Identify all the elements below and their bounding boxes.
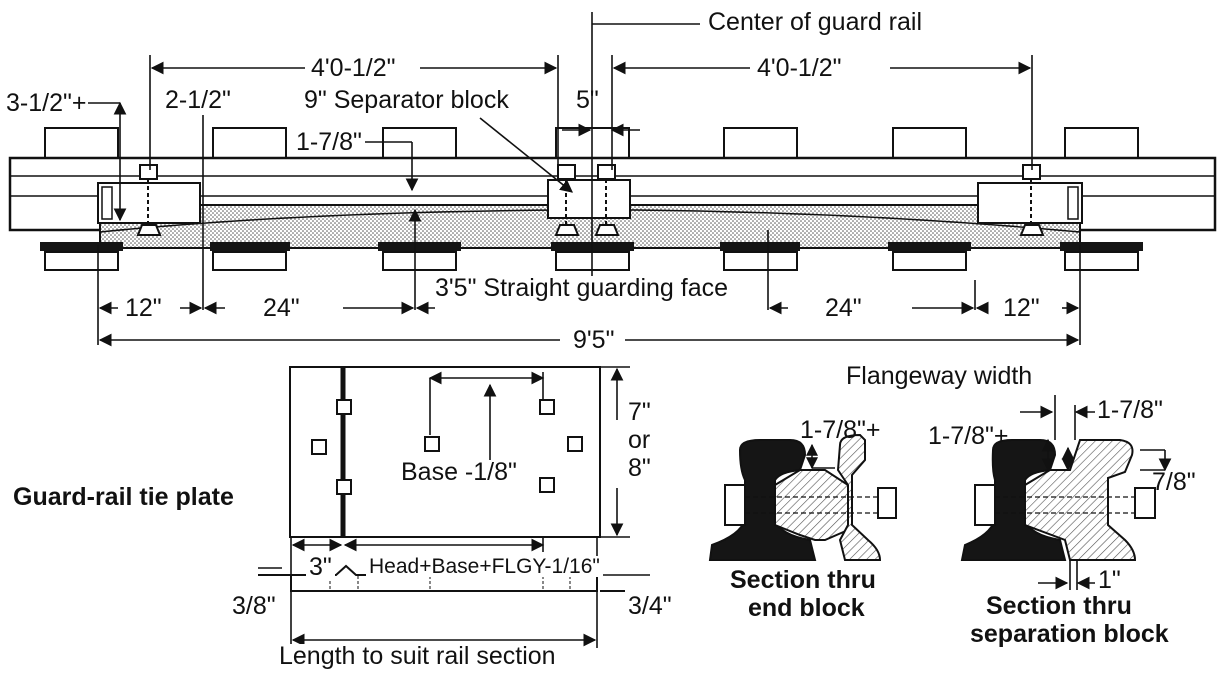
head-base-label: Head+Base+FLGY-1/16": [366, 556, 603, 577]
tie-plate-top: [289, 366, 601, 538]
dim-top-left: 4'0-1/2": [308, 56, 399, 81]
tie-plate-dimensions: [290, 366, 630, 648]
sep-title-2: separation block: [970, 620, 1169, 648]
sep-7-8: 7/8": [1152, 468, 1196, 496]
center-of-guard-rail-label: Center of guard rail: [705, 10, 926, 35]
dim-top-right: 4'0-1/2": [754, 56, 845, 81]
dim-24-left: 24": [260, 296, 303, 321]
dim-total: 9'5": [570, 328, 618, 353]
straight-face-label: 3'5" Straight guarding face: [432, 276, 732, 301]
width-8: 8": [628, 454, 651, 482]
dim-12-left: 12": [122, 296, 165, 321]
dim-1-7-8: 1-7/8": [296, 128, 362, 156]
sep-1: 1": [1098, 566, 1121, 594]
sep-dim-left: 1-7/8"+: [928, 422, 1009, 450]
section-end-block: [708, 433, 897, 561]
base-label: Base -1/8": [398, 460, 520, 485]
separator-block: [547, 179, 631, 219]
dim-24-right: 24": [822, 296, 865, 321]
tie-plate-title: Guard-rail tie plate: [10, 485, 237, 510]
bolts: [136, 164, 1045, 236]
flangeway-label: Flangeway width: [846, 362, 1033, 390]
sep-title-1: Section thru: [986, 592, 1132, 620]
length-label: Length to suit rail section: [276, 644, 559, 669]
end-block-title-1: Section thru: [730, 566, 876, 594]
ties-top: [44, 127, 1139, 159]
width-7: 7": [628, 398, 651, 426]
end-block-dim: 1-7/8"+: [800, 416, 881, 444]
end-block-title-2: end block: [748, 594, 865, 622]
separation-dimensions: [1020, 395, 1172, 590]
separator-block-label: 9" Separator block: [304, 86, 509, 114]
sep-dim-right: 1-7/8": [1097, 396, 1163, 424]
dim-2-half: 2-1/2": [165, 86, 231, 114]
dim-3: 3": [306, 555, 335, 580]
section-separation-block: [960, 439, 1156, 561]
width-or: or: [628, 426, 651, 454]
dim-5: 5": [576, 86, 599, 114]
thick-3-4: 3/4": [628, 592, 672, 620]
thick-3-8: 3/8": [232, 592, 276, 620]
plan-dimensions: [88, 12, 1081, 347]
dim-end-height: 3-1/2"+: [6, 89, 87, 117]
dim-12-right: 12": [1000, 296, 1043, 321]
